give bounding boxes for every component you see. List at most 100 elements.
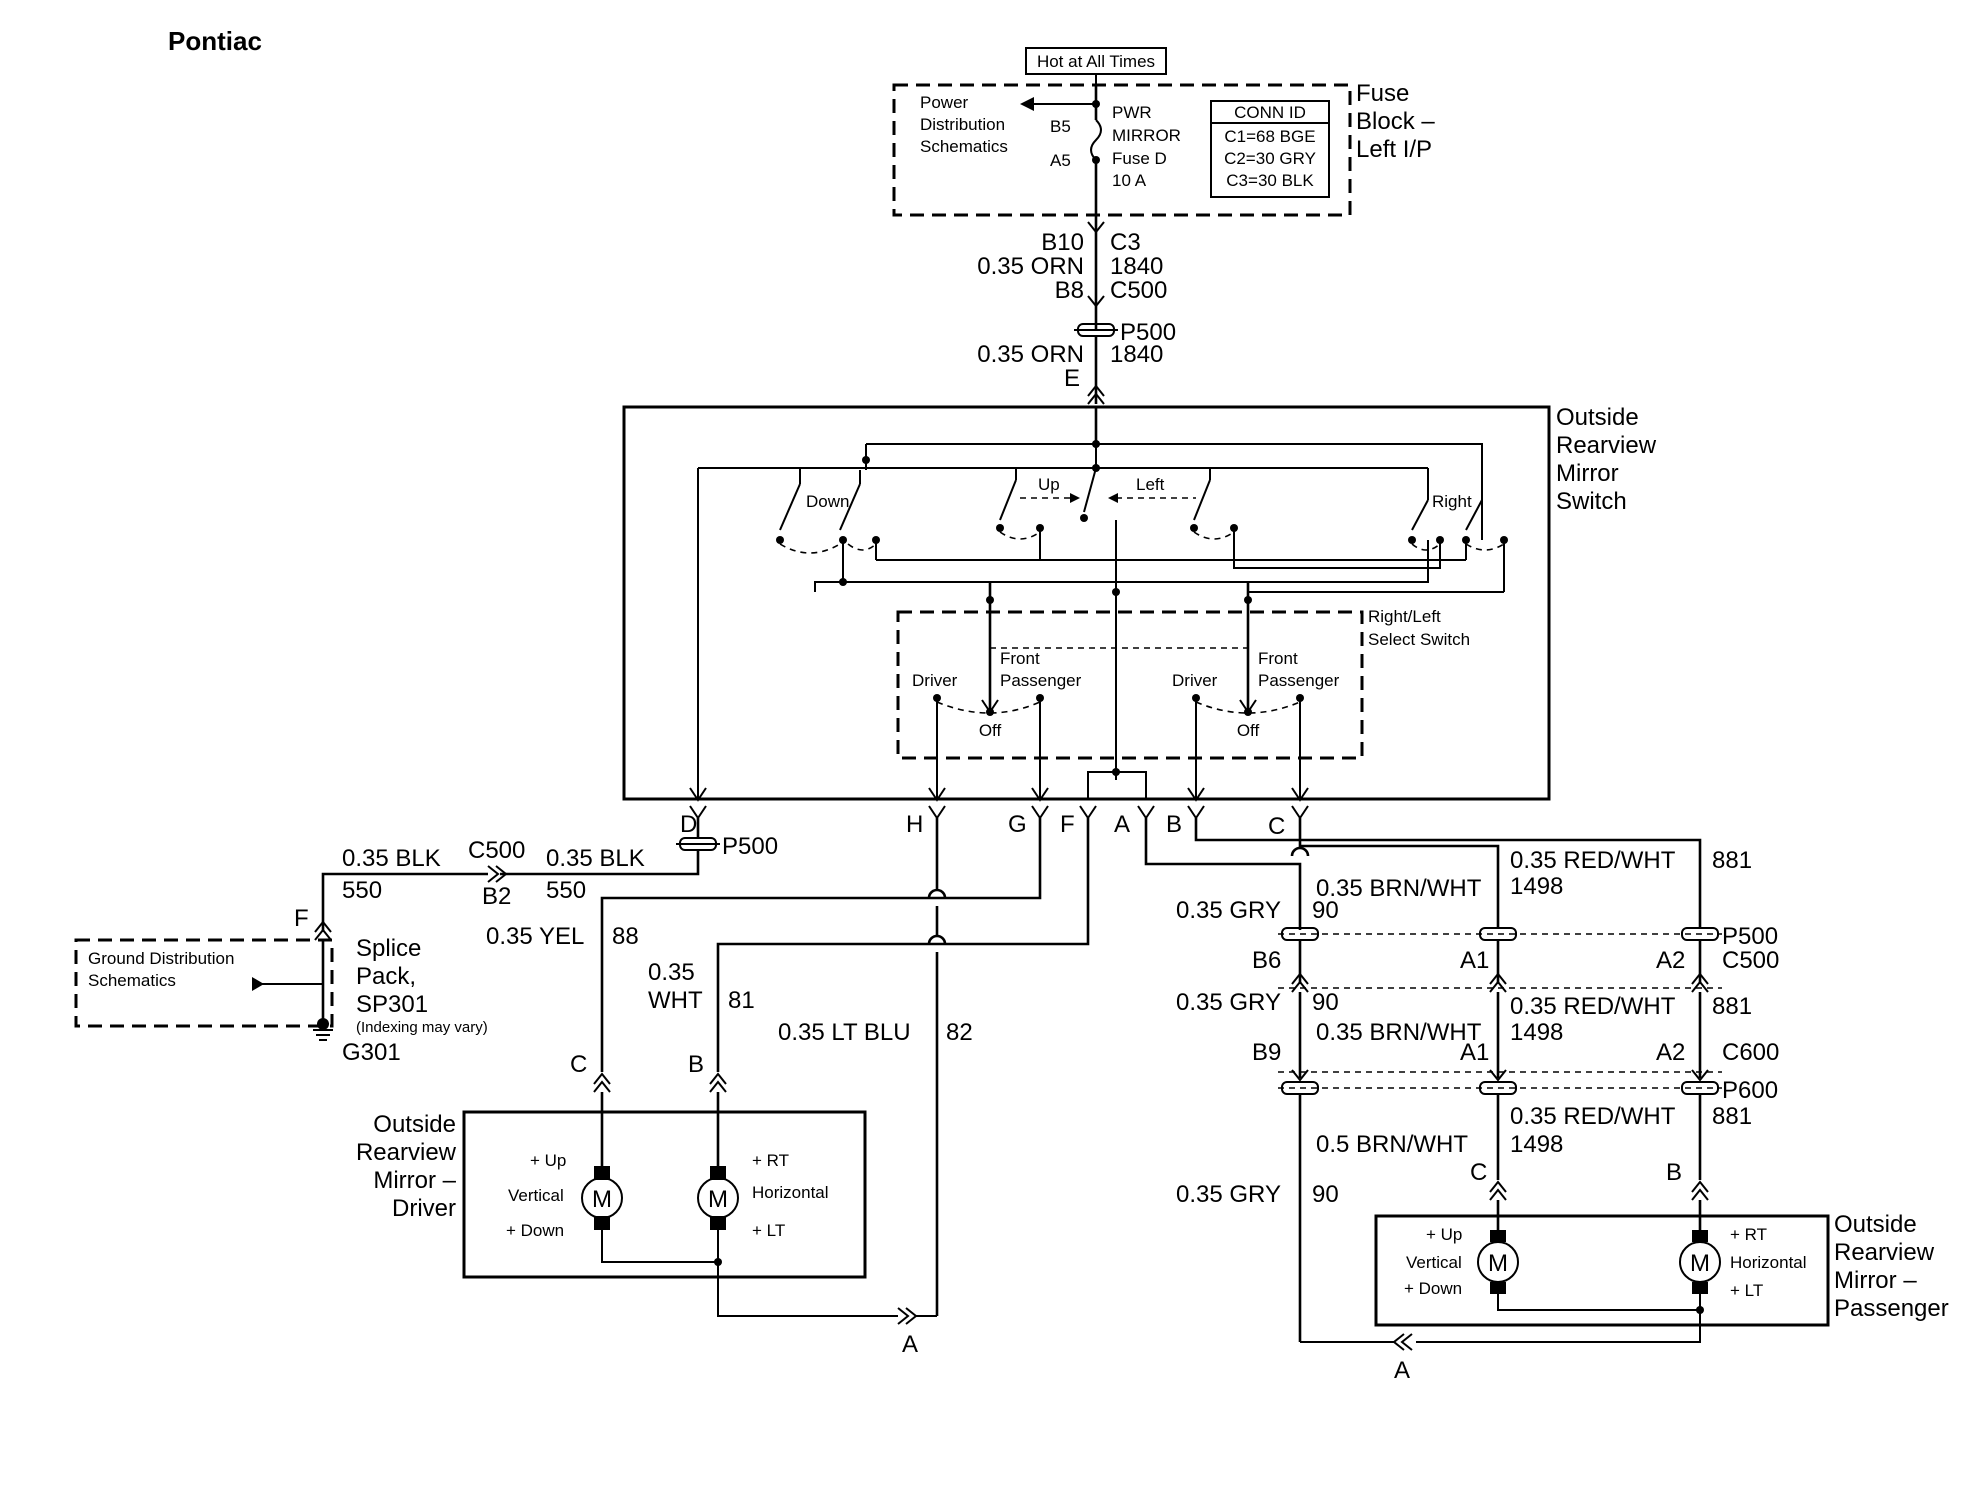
pin-b5: B5 <box>1050 117 1071 136</box>
power-dist-2: Distribution <box>920 115 1005 134</box>
pin-f: F <box>1060 811 1075 838</box>
pass-pin-c: C <box>1470 1159 1487 1186</box>
wire-blk-1: 0.35 BLK <box>342 845 441 872</box>
pass-rt: + RT <box>1730 1225 1767 1244</box>
pass-p600: P600 <box>1722 1077 1778 1104</box>
select-switch-box <box>896 610 1364 760</box>
wire-ltblu: 0.35 LT BLU <box>778 1019 911 1046</box>
pass-90-2: 90 <box>1312 989 1339 1016</box>
right-label: Right <box>1432 492 1472 511</box>
pass-down: + Down <box>1404 1279 1462 1298</box>
wire-yel: 0.35 YEL <box>486 923 584 950</box>
switch-name-2: Rearview <box>1556 432 1657 459</box>
c500-ground: C500 <box>468 837 525 864</box>
pass-1498-1: 1498 <box>1510 873 1563 900</box>
pass-motor-h: M <box>1690 1250 1710 1277</box>
splice-3: SP301 <box>356 991 428 1018</box>
fuse-line-4: 10 A <box>1112 171 1147 190</box>
passenger-wiring: 0.35 BRN/WHT 0.35 RED/WHT 1498 881 0.35 … <box>1144 818 1779 1342</box>
pin-b2: B2 <box>482 883 511 910</box>
driver-label-1: Driver <box>912 671 958 690</box>
circ-82: 82 <box>946 1019 973 1046</box>
fuse-block-name-1: Fuse <box>1356 80 1409 107</box>
arrow-left-icon <box>1020 97 1034 111</box>
brand-title: Pontiac <box>168 26 262 56</box>
driver-mirror-name-1: Outside <box>373 1111 456 1138</box>
pin-f-ground: F <box>294 905 309 932</box>
pass-1498-2: 1498 <box>1510 1019 1563 1046</box>
pass-90-3: 90 <box>1312 1181 1339 1208</box>
pass-ref-a: A <box>1394 1357 1410 1384</box>
fuse-block-name-3: Left I/P <box>1356 136 1432 163</box>
driver-label-2: Driver <box>1172 671 1218 690</box>
driver-up: + Up <box>530 1151 566 1170</box>
pass-b6: B6 <box>1252 947 1281 974</box>
off-label-1: Off <box>979 721 1002 740</box>
switch-name-3: Mirror <box>1556 460 1619 487</box>
conn-c500: C500 <box>1110 277 1167 304</box>
wire-wht-1: 0.35 <box>648 959 695 986</box>
pass-c500: C500 <box>1722 947 1779 974</box>
power-dist-1: Power <box>920 93 969 112</box>
pass-a2-2: A2 <box>1656 1039 1685 1066</box>
driver-pin-b: B <box>688 1051 704 1078</box>
splice-1: Splice <box>356 935 421 962</box>
down-label: Down <box>806 492 849 511</box>
pass-vertical: Vertical <box>1406 1253 1462 1272</box>
driver-down: + Down <box>506 1221 564 1240</box>
pin-d: D <box>680 811 697 838</box>
pass-c600: C600 <box>1722 1039 1779 1066</box>
up-label: Up <box>1038 475 1060 494</box>
ground-dist-2: Schematics <box>88 971 176 990</box>
pass-a1-1: A1 <box>1460 947 1489 974</box>
fuse-line-2: MIRROR <box>1112 126 1181 145</box>
off-label-2: Off <box>1237 721 1260 740</box>
driver-mirror-name-4: Driver <box>392 1195 456 1222</box>
pass-881-3: 881 <box>1712 1103 1752 1130</box>
driver-mirror-name-2: Rearview <box>356 1139 457 1166</box>
conn-id-row-1: C1=68 BGE <box>1224 127 1315 146</box>
mirror-switch: Outside Rearview Mirror Switch Down <box>622 404 1657 802</box>
driver-ref-a: A <box>902 1331 918 1358</box>
driver-vertical: Vertical <box>508 1186 564 1205</box>
pass-redwht-3: 0.35 RED/WHT <box>1510 1103 1676 1130</box>
driver-lt: + LT <box>752 1221 785 1240</box>
driver-pin-c: C <box>570 1051 587 1078</box>
pass-brnwht-1: 0.35 BRN/WHT <box>1316 875 1482 902</box>
fuse-symbol <box>1090 119 1102 161</box>
pass-pin-b: B <box>1666 1159 1682 1186</box>
circ-550-2: 550 <box>546 877 586 904</box>
pass-a1-2: A1 <box>1460 1039 1489 1066</box>
pass-mirror-name-2: Rearview <box>1834 1239 1935 1266</box>
conn-c3: C3 <box>1110 229 1141 256</box>
pass-p500: P500 <box>1722 923 1778 950</box>
fuse-block-name-2: Block – <box>1356 108 1435 135</box>
feed-circuit-no-2: 1840 <box>1110 341 1163 368</box>
pass-gry-2: 0.35 GRY <box>1176 989 1281 1016</box>
pass-mirror-name-4: Passenger <box>1834 1295 1949 1322</box>
switch-name-1: Outside <box>1556 404 1639 431</box>
select-name-1: Right/Left <box>1368 607 1441 626</box>
ground-dist-1: Ground Distribution <box>88 949 234 968</box>
pass-881-2: 881 <box>1712 993 1752 1020</box>
passenger-label-2: Passenger <box>1258 671 1340 690</box>
passenger-label-1: Passenger <box>1000 671 1082 690</box>
p500-ground-label: P500 <box>722 833 778 860</box>
hot-at-all-times-label: Hot at All Times <box>1037 52 1155 71</box>
driver-horizontal: Horizontal <box>752 1183 829 1202</box>
pass-brnwht-2: 0.35 BRN/WHT <box>1316 1019 1482 1046</box>
front-label-2: Front <box>1258 649 1298 668</box>
wire-wht-2: WHT <box>648 987 703 1014</box>
pin-a5: A5 <box>1050 151 1071 170</box>
pin-g: G <box>1008 811 1027 838</box>
switch-name-4: Switch <box>1556 488 1627 515</box>
pass-redwht-2: 0.35 RED/WHT <box>1510 993 1676 1020</box>
ground-circuit: P500 0.35 BLK 550 C500 B2 0.35 BLK 550 F… <box>74 818 778 1066</box>
driver-wiring: 0.35 YEL 88 0.35 WHT 81 0.35 LT BLU 82 C… <box>486 818 1090 1316</box>
pin-e: E <box>1064 365 1080 392</box>
circ-81: 81 <box>728 987 755 1014</box>
front-label-1: Front <box>1000 649 1040 668</box>
pass-gry-1: 0.35 GRY <box>1176 897 1281 924</box>
pass-b9: B9 <box>1252 1039 1281 1066</box>
